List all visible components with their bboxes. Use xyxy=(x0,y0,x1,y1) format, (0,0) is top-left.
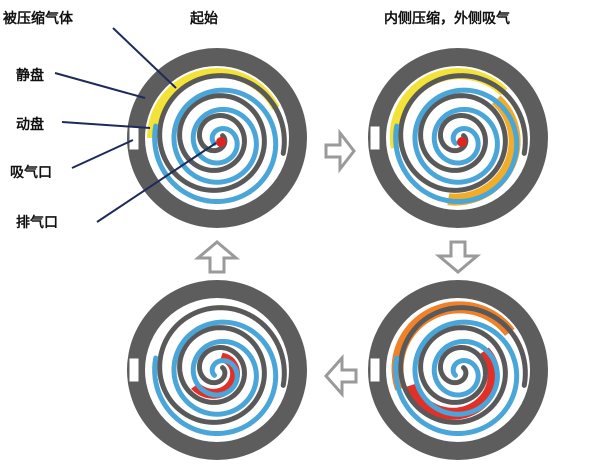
fixed-scroll-spiral xyxy=(398,73,528,193)
orbiting-scroll-spiral xyxy=(152,87,279,205)
orbiting-scroll-spiral xyxy=(393,319,520,437)
leader-orbiting-scroll xyxy=(61,121,151,129)
label-intake-port: 吸气口 xyxy=(10,165,52,181)
leader-intake-port xyxy=(71,139,134,169)
label-orbiting-scroll: 动盘 xyxy=(16,117,44,133)
leader-exhaust-port xyxy=(96,142,217,223)
title-stage2: 内侧压缩，外侧吸气 xyxy=(384,11,510,27)
intake-port xyxy=(369,357,381,383)
intake-port xyxy=(128,125,140,151)
fixed-scroll-spiral xyxy=(398,305,528,425)
stage-start xyxy=(127,48,307,228)
yellow-gas-pocket xyxy=(389,68,509,149)
label-exhaust-port: 排气口 xyxy=(16,215,58,231)
stage-inner-compress-outer-intake xyxy=(368,48,548,228)
hollow-arrow-icon xyxy=(193,128,482,398)
leader-lines xyxy=(54,27,217,223)
exhaust-port xyxy=(457,137,467,147)
leader-compressed-gas xyxy=(112,27,177,89)
orbiting-scroll-spiral xyxy=(152,319,279,437)
stage-compression xyxy=(368,280,548,460)
arrow-down-icon xyxy=(434,240,482,274)
arrow-right-icon xyxy=(324,128,356,174)
intake-port xyxy=(128,357,140,383)
arrow-left-icon xyxy=(323,354,358,398)
fixed-scroll-spiral xyxy=(157,305,287,425)
intake-port xyxy=(369,125,381,151)
title-start: 起始 xyxy=(190,11,218,27)
label-fixed-scroll: 静盘 xyxy=(16,68,44,84)
stage-exhaust xyxy=(127,280,307,460)
exhaust-port xyxy=(216,137,226,147)
leader-fixed-scroll xyxy=(54,72,146,99)
label-compressed-gas: 被压缩气体 xyxy=(3,11,73,27)
arrow-up-icon xyxy=(193,240,241,274)
fixed-scroll-spiral xyxy=(157,73,287,193)
orbiting-scroll-spiral xyxy=(393,87,520,205)
